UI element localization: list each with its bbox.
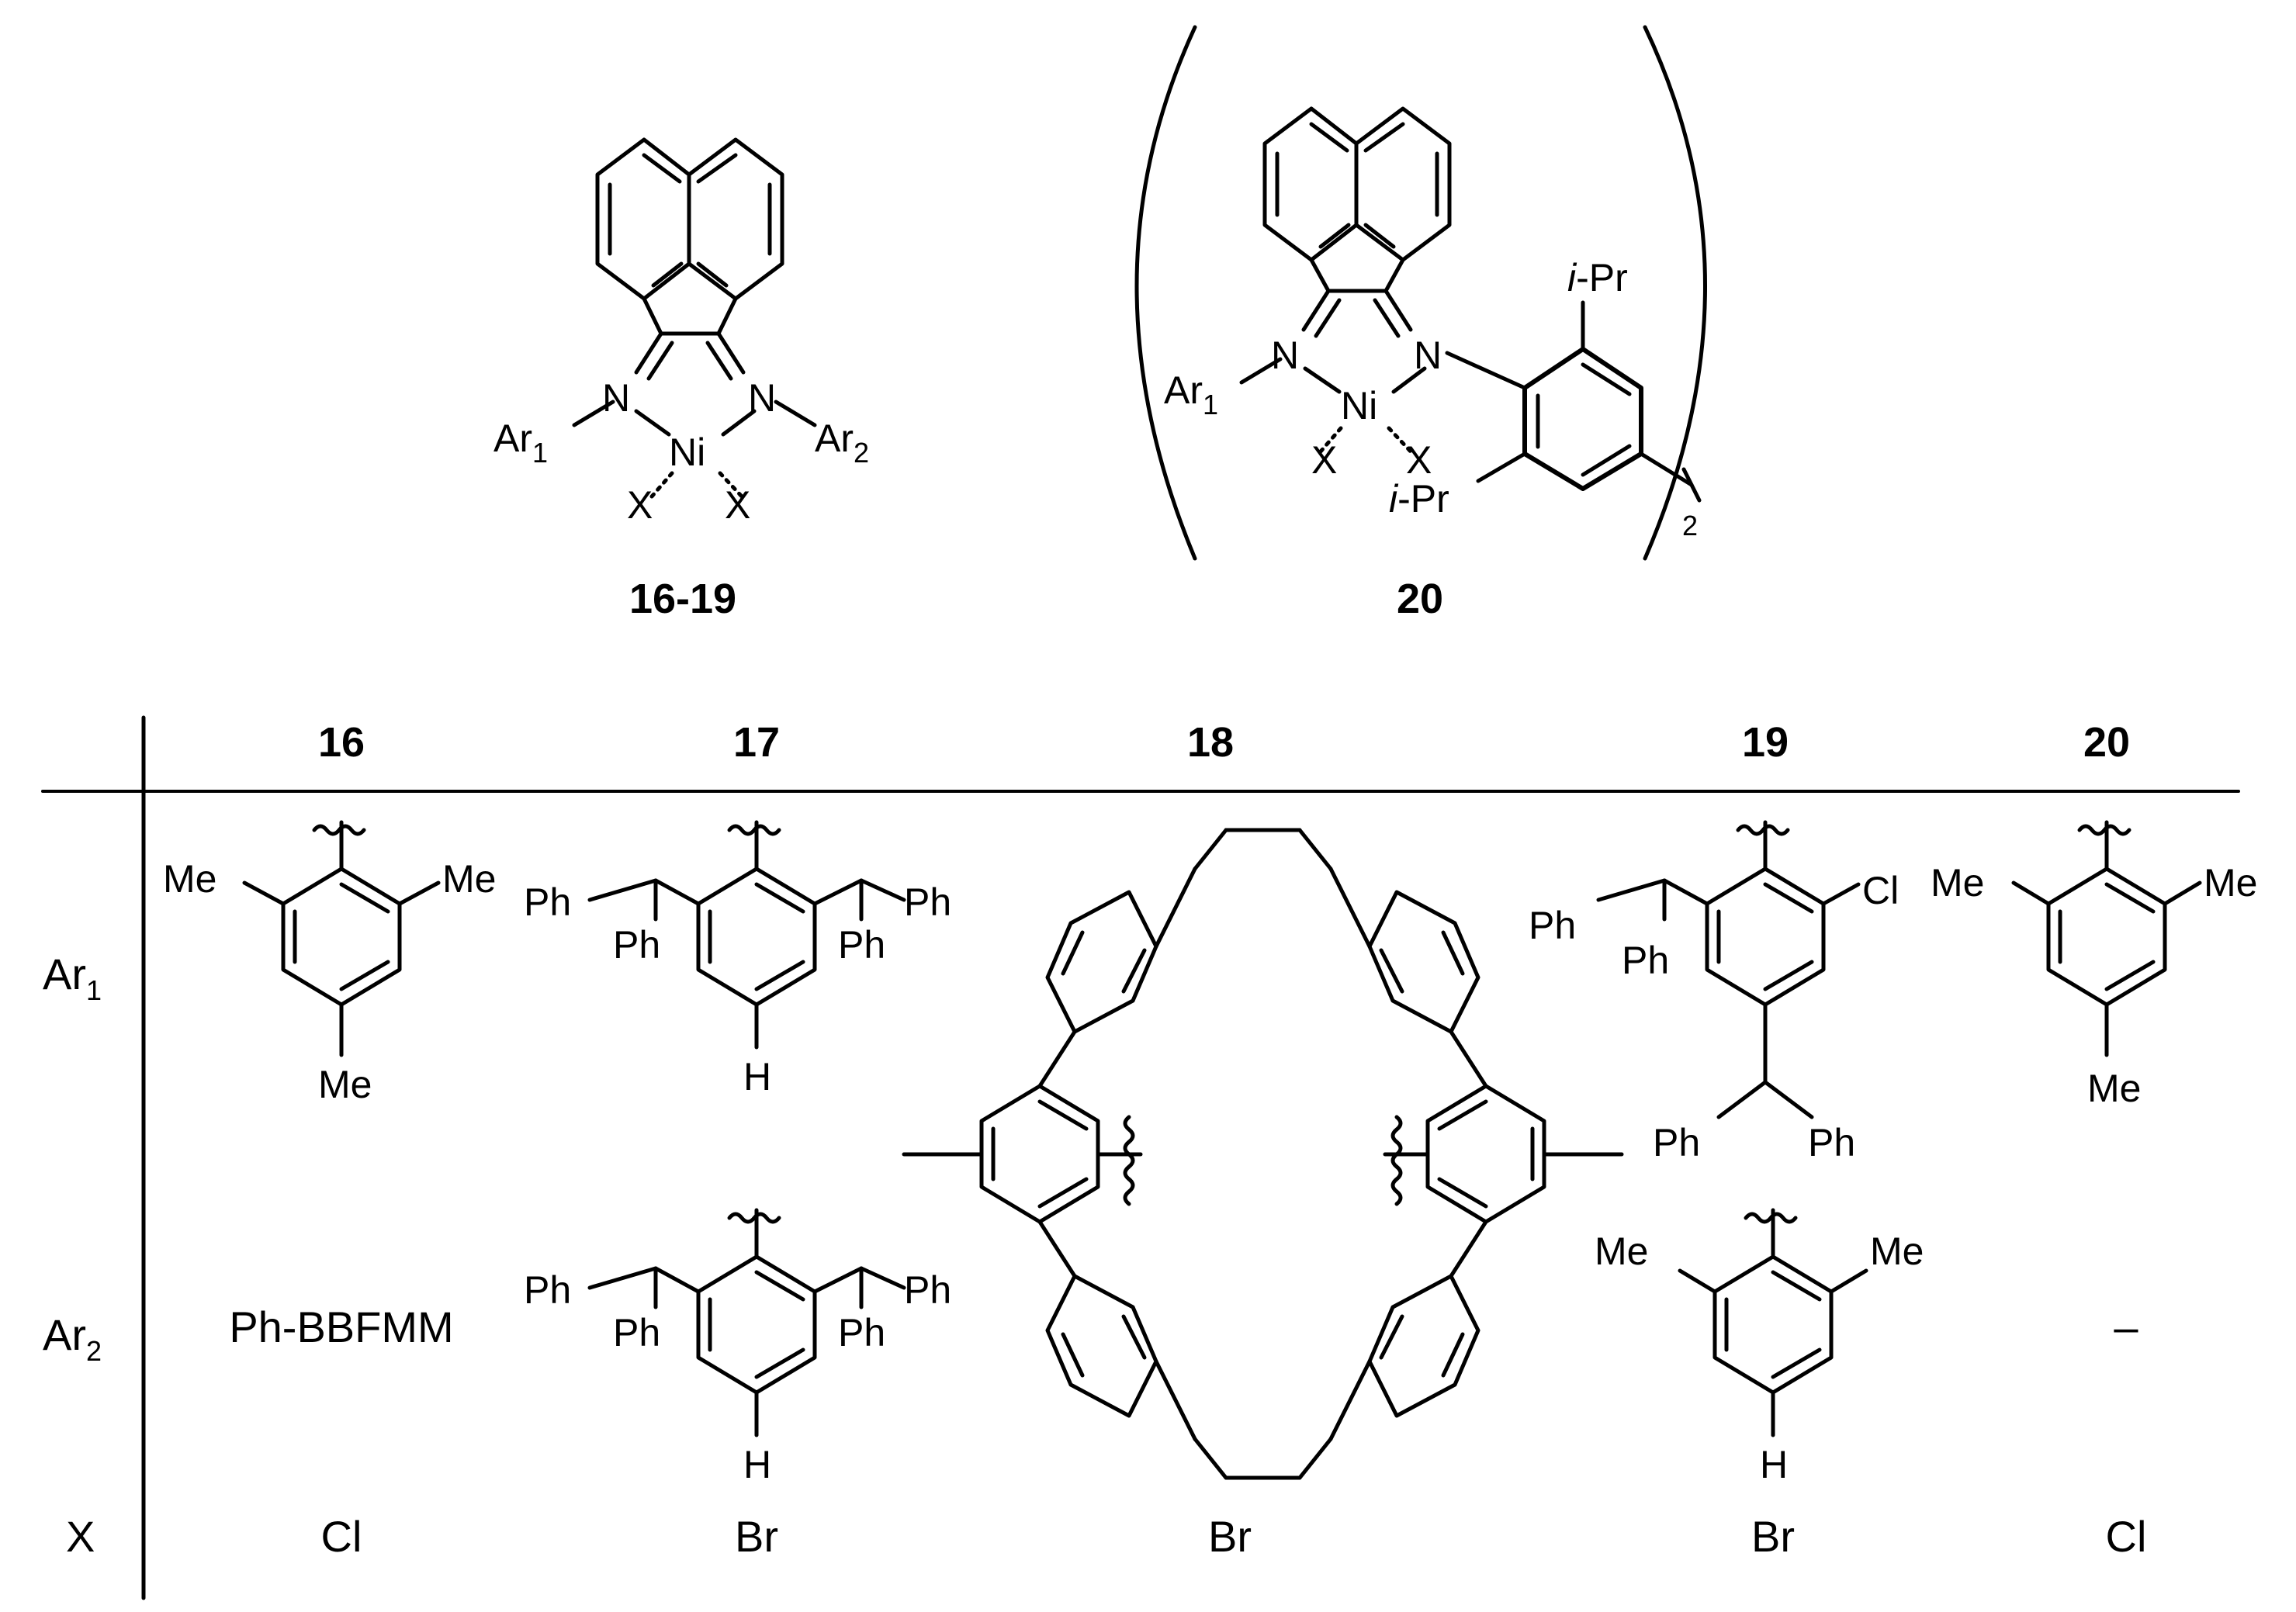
ar2-text-20: – [2114, 1302, 2138, 1351]
col17-ar1-aryl [587, 820, 906, 1050]
col20-ar1-mesityl [2011, 820, 2202, 1057]
substituent-ph: Ph [613, 1311, 660, 1354]
substituent-me-para: Me [318, 1063, 372, 1106]
row-label-x: X [66, 1512, 95, 1561]
row-label-ar2: Ar2 [43, 1310, 102, 1367]
x-value-17: Br [735, 1512, 778, 1561]
column-header-20: 20 [2083, 719, 2130, 766]
col19-ar1-aryl [1596, 820, 1861, 1119]
atom-x-left: X [1311, 438, 1337, 482]
substituent-me-left: Me [163, 857, 216, 901]
substituent-me-right: Me [442, 857, 496, 901]
atom-n-right: N [1414, 334, 1442, 377]
x-value-16: Cl [321, 1512, 362, 1561]
substituent-me-right: Me [2204, 861, 2257, 905]
atom-n-left: N [602, 376, 630, 420]
complex-20-labels: N N Ni X X Ar1 i-Pr i-Pr 2 20 [1164, 256, 1698, 622]
group-ar1: Ar1 [493, 417, 548, 469]
substituent-me-para: Me [2087, 1067, 2141, 1110]
substituent-ph: Ph [524, 880, 571, 924]
substituent-h: H [743, 1443, 771, 1486]
col16-ar1-mesityl [242, 820, 441, 1057]
compound-label-16-19: 16-19 [629, 576, 736, 622]
substituent-me-left: Me [1931, 861, 1984, 905]
complex-20-skeleton [1134, 25, 1707, 561]
atom-ni: Ni [669, 431, 705, 474]
column-header-18: 18 [1187, 719, 1234, 766]
col19-ar2-aryl [1678, 1208, 1868, 1437]
substituent-me-right: Me [1870, 1230, 1924, 1273]
complex-16-19-ni-x-bonds [649, 471, 744, 499]
group-ipr-top: i-Pr [1567, 256, 1628, 299]
table-header: 16 17 18 19 20 [318, 719, 2130, 766]
substituent-ph: Ph [1622, 939, 1669, 982]
substituent-ph: Ph [1808, 1121, 1855, 1164]
column-header-17: 17 [733, 719, 780, 766]
substituent-ph: Ph [904, 880, 951, 924]
atom-x-right: X [1406, 438, 1432, 482]
group-ar2: Ar2 [815, 417, 869, 469]
substituent-ph: Ph [1529, 904, 1576, 947]
atom-n-left: N [1271, 334, 1299, 377]
x-value-19: Br [1751, 1512, 1795, 1561]
dimer-subscript: 2 [1682, 510, 1698, 541]
col17-cells: Ph Ph Ph Ph H Ph Ph Ph Ph H Br [524, 880, 951, 1561]
complex-20-ni-x-bonds [1318, 426, 1413, 454]
substituent-ph: Ph [838, 1311, 885, 1354]
substituent-ph: Ph [1653, 1121, 1700, 1164]
col16-cells: Me Me Me Ph-BBFMM Cl [163, 857, 496, 1561]
substituent-ph: Ph [904, 1268, 951, 1312]
group-ipr-bottom: i-Pr [1389, 477, 1449, 521]
column-header-19: 19 [1742, 719, 1789, 766]
atom-x-right: X [725, 483, 750, 527]
substituent-h: H [743, 1055, 771, 1098]
substituent-cl: Cl [1862, 869, 1899, 912]
col19-cells: Ph Ph Cl Ph Ph Me Me H Br [1529, 869, 1924, 1561]
complex-16-19-skeleton [572, 137, 817, 437]
x-value-18: Br [1208, 1512, 1252, 1561]
atom-x-left: X [627, 483, 653, 527]
atom-ni: Ni [1341, 384, 1377, 427]
col17-ar2-aryl [587, 1208, 906, 1437]
substituent-me-left: Me [1595, 1230, 1648, 1273]
group-ar1: Ar1 [1164, 368, 1218, 420]
col18-macrocycle [902, 828, 1624, 1480]
atom-n-right: N [748, 376, 776, 420]
ar2-text-16: Ph-BBFMM [229, 1302, 453, 1351]
substituent-ph: Ph [524, 1268, 571, 1312]
column-header-16: 16 [318, 719, 365, 766]
compound-label-20: 20 [1397, 576, 1443, 622]
table-row-labels: Ar1 Ar2 X [43, 950, 102, 1561]
x-value-20: Cl [2106, 1512, 2147, 1561]
substituent-h: H [1760, 1443, 1788, 1486]
substituent-ph: Ph [838, 923, 885, 967]
complex-16-19-labels: N N Ni X X Ar1 Ar2 16-19 [493, 376, 869, 622]
row-label-ar1: Ar1 [43, 950, 102, 1006]
col20-cells: Me Me Me – Cl [1931, 861, 2257, 1561]
substituent-ph: Ph [613, 923, 660, 967]
